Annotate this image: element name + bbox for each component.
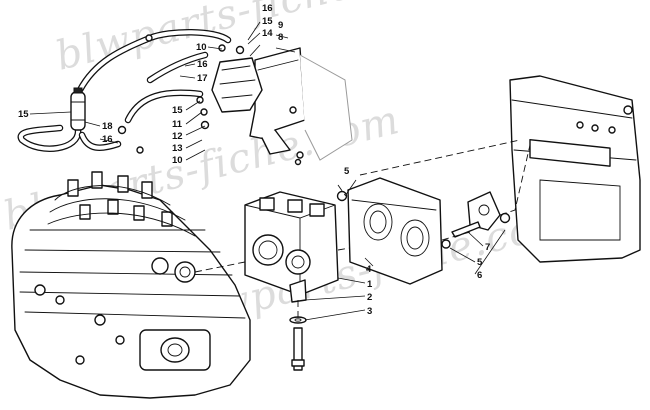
callout-7: 7: [485, 242, 490, 253]
callout-15b: 15: [172, 105, 183, 116]
leader-lines: [29, 21, 506, 321]
callout-13: 13: [172, 143, 183, 154]
callout-10b: 10: [172, 155, 183, 166]
mounting-bracket: [249, 47, 353, 166]
callout-10a: 10: [196, 42, 207, 53]
callout-11: 11: [172, 119, 183, 130]
engine-block: [11, 171, 251, 399]
carburetor-adapter-plate: [347, 177, 443, 285]
alignment-lines: [194, 139, 531, 318]
callout-2: 2: [367, 292, 372, 303]
callout-6: 6: [477, 270, 482, 281]
callout-9: 9: [278, 20, 283, 31]
callout-1: 1: [367, 279, 373, 290]
hose-clamps: [117, 34, 210, 154]
callout-14: 14: [262, 28, 273, 39]
callout-3: 3: [367, 306, 372, 317]
callout-4: 4: [366, 264, 372, 275]
callout-16c: 16: [102, 134, 113, 145]
fuel-filter: [70, 87, 86, 131]
callout-16b: 16: [197, 59, 208, 70]
callout-5b: 5: [477, 257, 483, 268]
callout-labels: 16 15 14 9 8 10 16 17 15 11 12 13 10 15 …: [18, 3, 490, 317]
callout-5a: 5: [344, 166, 350, 177]
callout-15c: 15: [18, 109, 29, 120]
callout-17: 17: [197, 73, 208, 84]
screws-and-washers: [289, 190, 451, 371]
carburetor: [244, 191, 339, 303]
callout-18: 18: [102, 121, 113, 132]
callout-12: 12: [172, 131, 183, 142]
callout-15a: 15: [262, 16, 273, 27]
airbox: [509, 75, 641, 263]
callout-8: 8: [278, 32, 283, 43]
fuel-pump: [211, 44, 263, 113]
throttle-bracket: [451, 191, 511, 238]
callout-16a: 16: [262, 3, 273, 14]
